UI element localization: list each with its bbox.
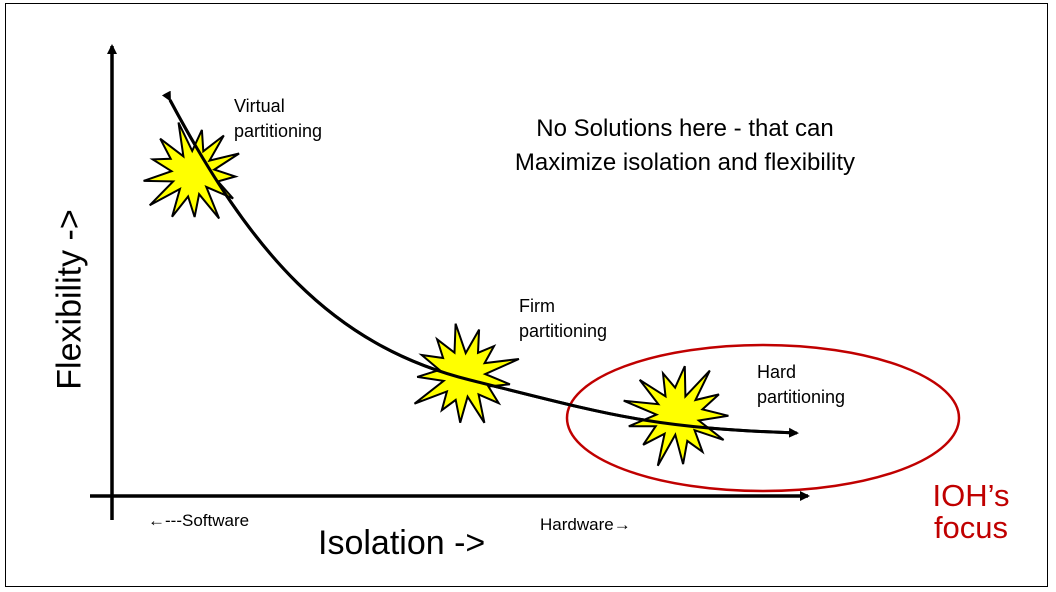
firm-label-line2: partitioning: [519, 321, 608, 341]
x-axis-label: Isolation ->: [318, 524, 486, 562]
focus-line1: IOH’s: [932, 478, 1010, 513]
no-solutions-note: No Solutions here - that can Maximize is…: [440, 112, 930, 180]
diagram-frame: [5, 3, 1048, 587]
focus-line2: focus: [933, 510, 1009, 545]
virtual-label-line2: partitioning: [234, 121, 323, 141]
hard-partitioning-label: Hard partitioning: [757, 360, 845, 410]
virtual-label-line1: Virtual: [234, 96, 285, 116]
note-line2: Maximize isolation and flexibility: [514, 149, 856, 176]
firm-label-line1: Firm: [519, 296, 555, 316]
firm-partitioning-label: Firm partitioning: [519, 294, 607, 344]
virtual-partitioning-label: Virtual partitioning: [234, 94, 322, 144]
y-axis-label: Flexibility ->: [50, 209, 89, 390]
hard-label-line2: partitioning: [757, 387, 846, 407]
hardware-label: Hardware→: [540, 515, 631, 534]
tradeoff-curve-overlay: [168, 99, 798, 435]
focus-ellipse: [565, 343, 961, 493]
ioh-focus-label: IOH’s focus: [906, 480, 1036, 544]
note-line1: No Solutions here - that can: [536, 115, 834, 142]
software-label: ←---Software: [148, 511, 250, 530]
hard-burst-icon: [623, 365, 729, 467]
firm-burst-icon: [413, 323, 520, 424]
hard-label-line1: Hard: [757, 362, 797, 382]
